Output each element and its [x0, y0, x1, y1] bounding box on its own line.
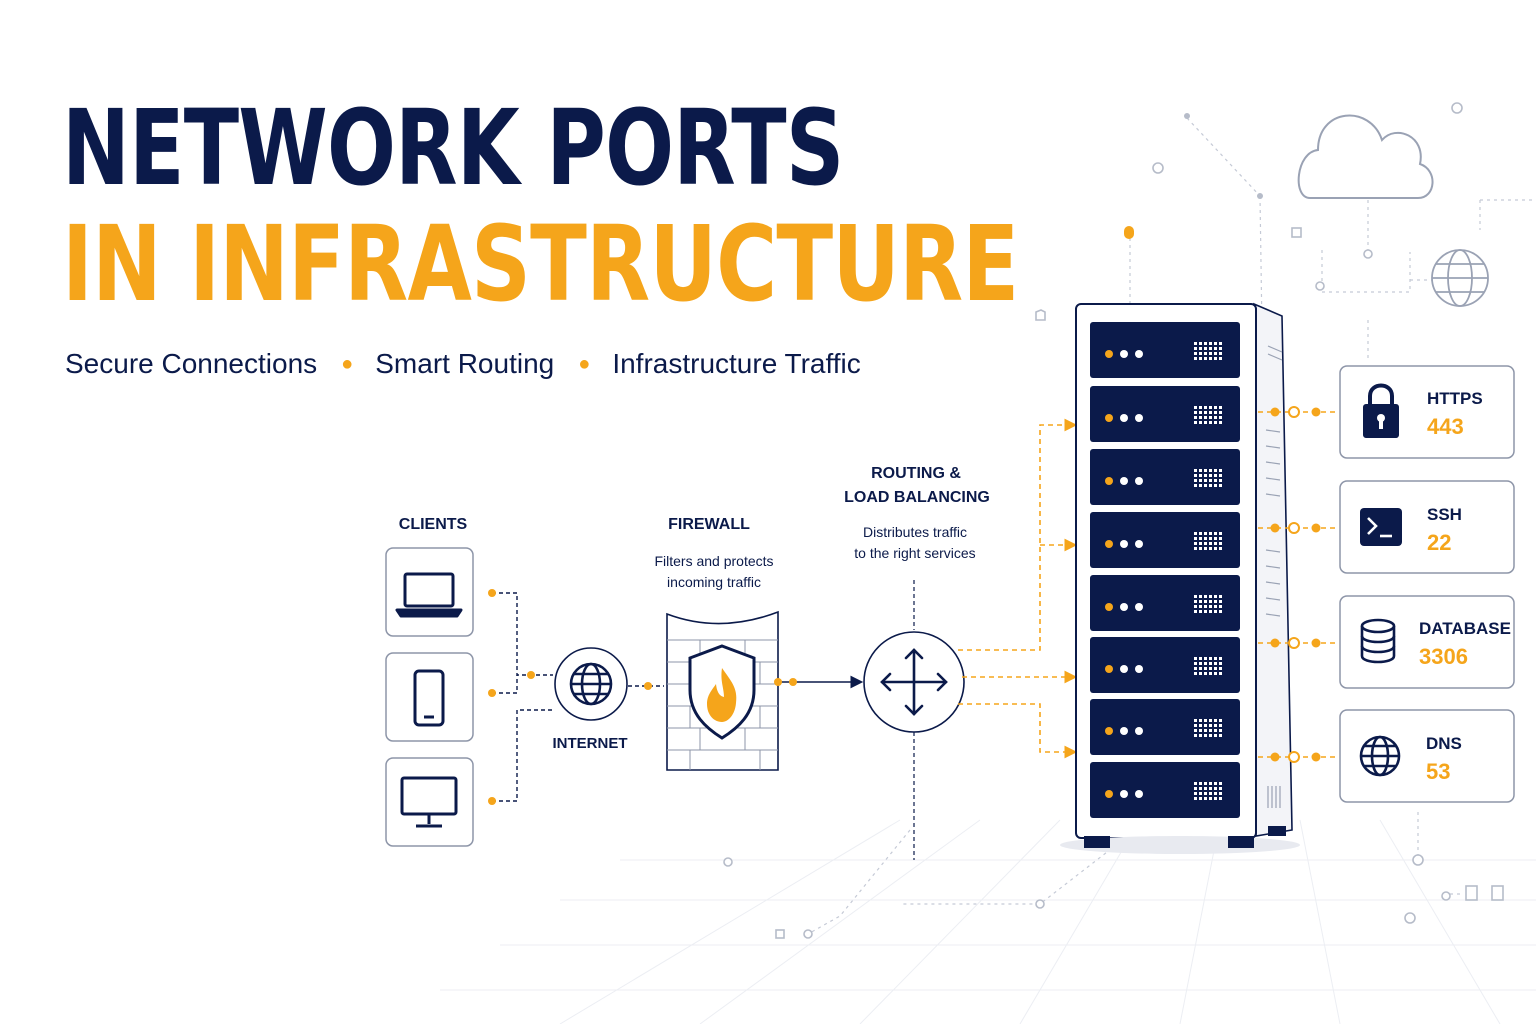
- connector-dot: [644, 682, 652, 690]
- desktop-client-card[interactable]: [385, 757, 474, 847]
- background-node: [1184, 113, 1190, 119]
- tagline-infrastructure-traffic: Infrastructure Traffic: [612, 348, 861, 379]
- background-network-decor: [807, 117, 1536, 935]
- globe-outline-icon: [1431, 249, 1489, 307]
- desktop-icon: [400, 776, 458, 828]
- terminal-icon: [1360, 508, 1402, 546]
- server-port-connector: [1258, 637, 1338, 649]
- port-card-ssh[interactable]: SSH 22: [1339, 480, 1515, 574]
- port-number: 443: [1427, 414, 1464, 439]
- rack-unit: [1090, 575, 1240, 631]
- title-line-1: NETWORK PORTS: [62, 87, 844, 209]
- rack-units: [1090, 322, 1240, 818]
- orange-node: [1124, 226, 1134, 239]
- port-name: SSH: [1427, 505, 1462, 524]
- clients-label: CLIENTS: [399, 516, 468, 533]
- lock-icon: [1363, 383, 1399, 438]
- routing-label-line-2: LOAD BALANCING: [844, 489, 990, 506]
- port-name: HTTPS: [1427, 389, 1483, 408]
- routing-label-line-1: ROUTING &: [871, 465, 961, 482]
- port-number: 22: [1427, 530, 1451, 555]
- firewall-desc-line-1: Filters and protects: [654, 553, 773, 569]
- rack-unit: [1090, 322, 1240, 378]
- rack-unit: [1090, 637, 1240, 693]
- port-number: 3306: [1419, 644, 1468, 669]
- port-card-database[interactable]: DATABASE 3306: [1339, 595, 1515, 689]
- internet-label: INTERNET: [553, 735, 628, 752]
- rack-unit: [1090, 699, 1240, 755]
- port-number: 53: [1426, 759, 1450, 784]
- connector-dots: [488, 589, 535, 805]
- server-port-connector: [1258, 406, 1338, 418]
- floor-grid: [440, 819, 1536, 1024]
- port-card-https[interactable]: HTTPS 443: [1339, 365, 1515, 459]
- port-connectors: [1258, 406, 1338, 763]
- database-icon: [1360, 618, 1396, 664]
- phone-client-card[interactable]: [385, 652, 474, 742]
- cloud-icon: [1297, 114, 1434, 199]
- flame-icon: [707, 668, 737, 722]
- port-card-dns[interactable]: DNS 53: [1339, 709, 1515, 803]
- routing-desc-line-2: to the right services: [854, 545, 975, 561]
- rack-unit: [1090, 762, 1240, 818]
- connector-dot: [789, 678, 797, 686]
- background-node: [1257, 193, 1263, 199]
- laptop-icon: [395, 572, 463, 618]
- shield-icon: [688, 644, 756, 740]
- rack-unit: [1090, 386, 1240, 442]
- tagline-secure-connections: Secure Connections: [65, 348, 318, 379]
- routing-desc-line-1: Distributes traffic: [863, 524, 967, 540]
- bullet-dot: ●: [341, 352, 354, 375]
- client-connectors: [492, 592, 553, 802]
- rack-unit: [1090, 512, 1240, 568]
- port-name: DATABASE: [1419, 619, 1511, 638]
- router-server-connectors: [958, 418, 1078, 759]
- bullet-dot: ●: [578, 352, 591, 375]
- phone-icon: [413, 669, 445, 727]
- laptop-client-card[interactable]: [385, 547, 474, 637]
- rack-unit: [1090, 449, 1240, 505]
- server-port-connector: [1258, 751, 1338, 763]
- tagline: Secure Connections ● Smart Routing ● Inf…: [65, 348, 861, 380]
- connector-dot: [774, 678, 782, 686]
- server-port-connector: [1258, 522, 1338, 534]
- move-arrows-icon: [880, 648, 948, 716]
- firewall-desc-line-2: incoming traffic: [667, 574, 761, 590]
- background-nodes: [723, 102, 1504, 939]
- port-name: DNS: [1426, 734, 1462, 753]
- firewall-label: FIREWALL: [668, 516, 750, 533]
- tagline-smart-routing: Smart Routing: [375, 348, 555, 379]
- title-line-2: IN INFRASTRUCTURE: [62, 203, 1019, 325]
- globe-icon: [1359, 735, 1401, 777]
- internet-globe-icon: [569, 662, 613, 706]
